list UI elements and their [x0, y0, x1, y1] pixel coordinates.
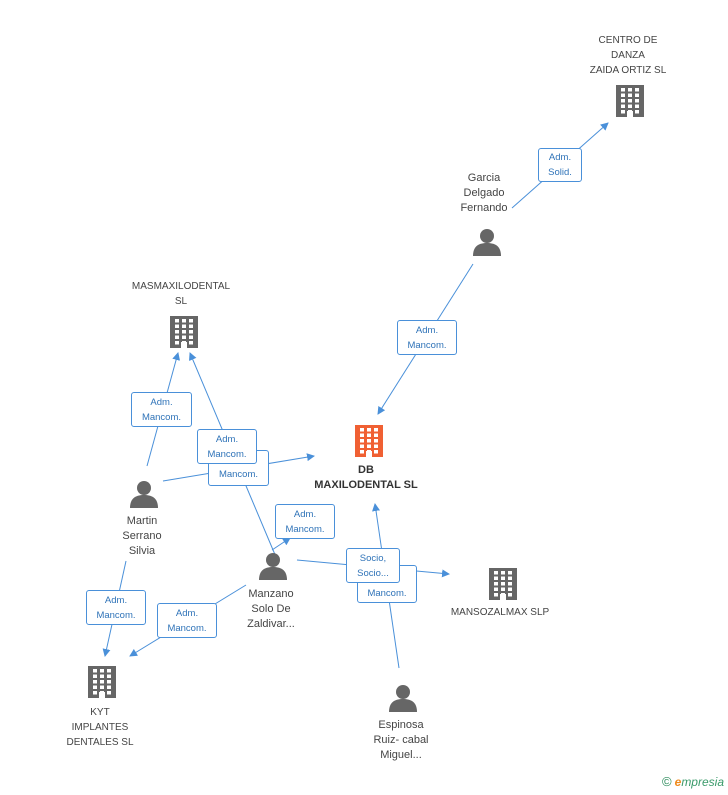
edge-label-manzano-db[interactable]: Adm. Mancom. [275, 504, 335, 539]
edge-label-martin-masmaxilodental[interactable]: Adm. Mancom. [131, 392, 192, 427]
node-icons [88, 85, 644, 712]
node-label-kyt-implantes[interactable]: KYT IMPLANTES DENTALES SL [66, 707, 134, 748]
node-label-garcia-delgado[interactable]: Garcia Delgado Fernando [460, 172, 508, 214]
edge-label-manzano-kyt[interactable]: Adm. Mancom. [157, 603, 217, 638]
building-icon-mansozalmax[interactable] [489, 568, 517, 600]
node-label-espinosa-ruiz[interactable]: Espinosa Ruiz- cabal Miguel... [373, 719, 429, 761]
node-label-centro-de-danza[interactable]: CENTRO DE DANZA ZAIDA ORTIZ SL [589, 35, 667, 76]
edge-label-manzano-masmaxilodental[interactable]: Adm. Mancom. [197, 429, 257, 464]
node-label-masmaxilodental[interactable]: MASMAXILODENTAL SL [131, 281, 231, 307]
person-icon-martin-serrano[interactable] [130, 481, 158, 508]
edge-label-garcia-db[interactable]: Adm. Mancom. [397, 320, 457, 355]
edge-label-garcia-centro[interactable]: Adm. Solid. [538, 148, 582, 182]
building-icon-db-maxilodental[interactable] [355, 425, 383, 457]
copyright-footer: ©empresia [662, 774, 724, 789]
building-icon-kyt-implantes[interactable] [88, 666, 116, 698]
person-icon-espinosa-ruiz[interactable] [389, 685, 417, 712]
empresia-logo-e: e [674, 775, 682, 789]
node-label-martin-serrano[interactable]: Martin Serrano Silvia [122, 515, 162, 557]
node-label-mansozalmax[interactable]: MANSOZALMAX SLP [450, 607, 550, 618]
person-icon-manzano-solo[interactable] [259, 553, 287, 580]
building-icon-centro-de-danza[interactable] [616, 85, 644, 117]
person-icon-garcia-delgado[interactable] [473, 229, 501, 256]
building-icon-masmaxilodental[interactable] [170, 316, 198, 348]
copyright-symbol: © [662, 774, 672, 789]
edge-label-manzano-mansozalmax[interactable]: Socio, Socio... [346, 548, 400, 583]
edge-manzano-db [271, 537, 291, 551]
node-label-db-maxilodental[interactable]: DB MAXILODENTAL SL [314, 464, 418, 491]
edge-label-martin-kyt[interactable]: Adm. Mancom. [86, 590, 146, 625]
node-label-manzano-solo[interactable]: Manzano Solo De Zaldivar... [247, 588, 295, 630]
empresia-logo-text: mpresia [681, 775, 724, 789]
